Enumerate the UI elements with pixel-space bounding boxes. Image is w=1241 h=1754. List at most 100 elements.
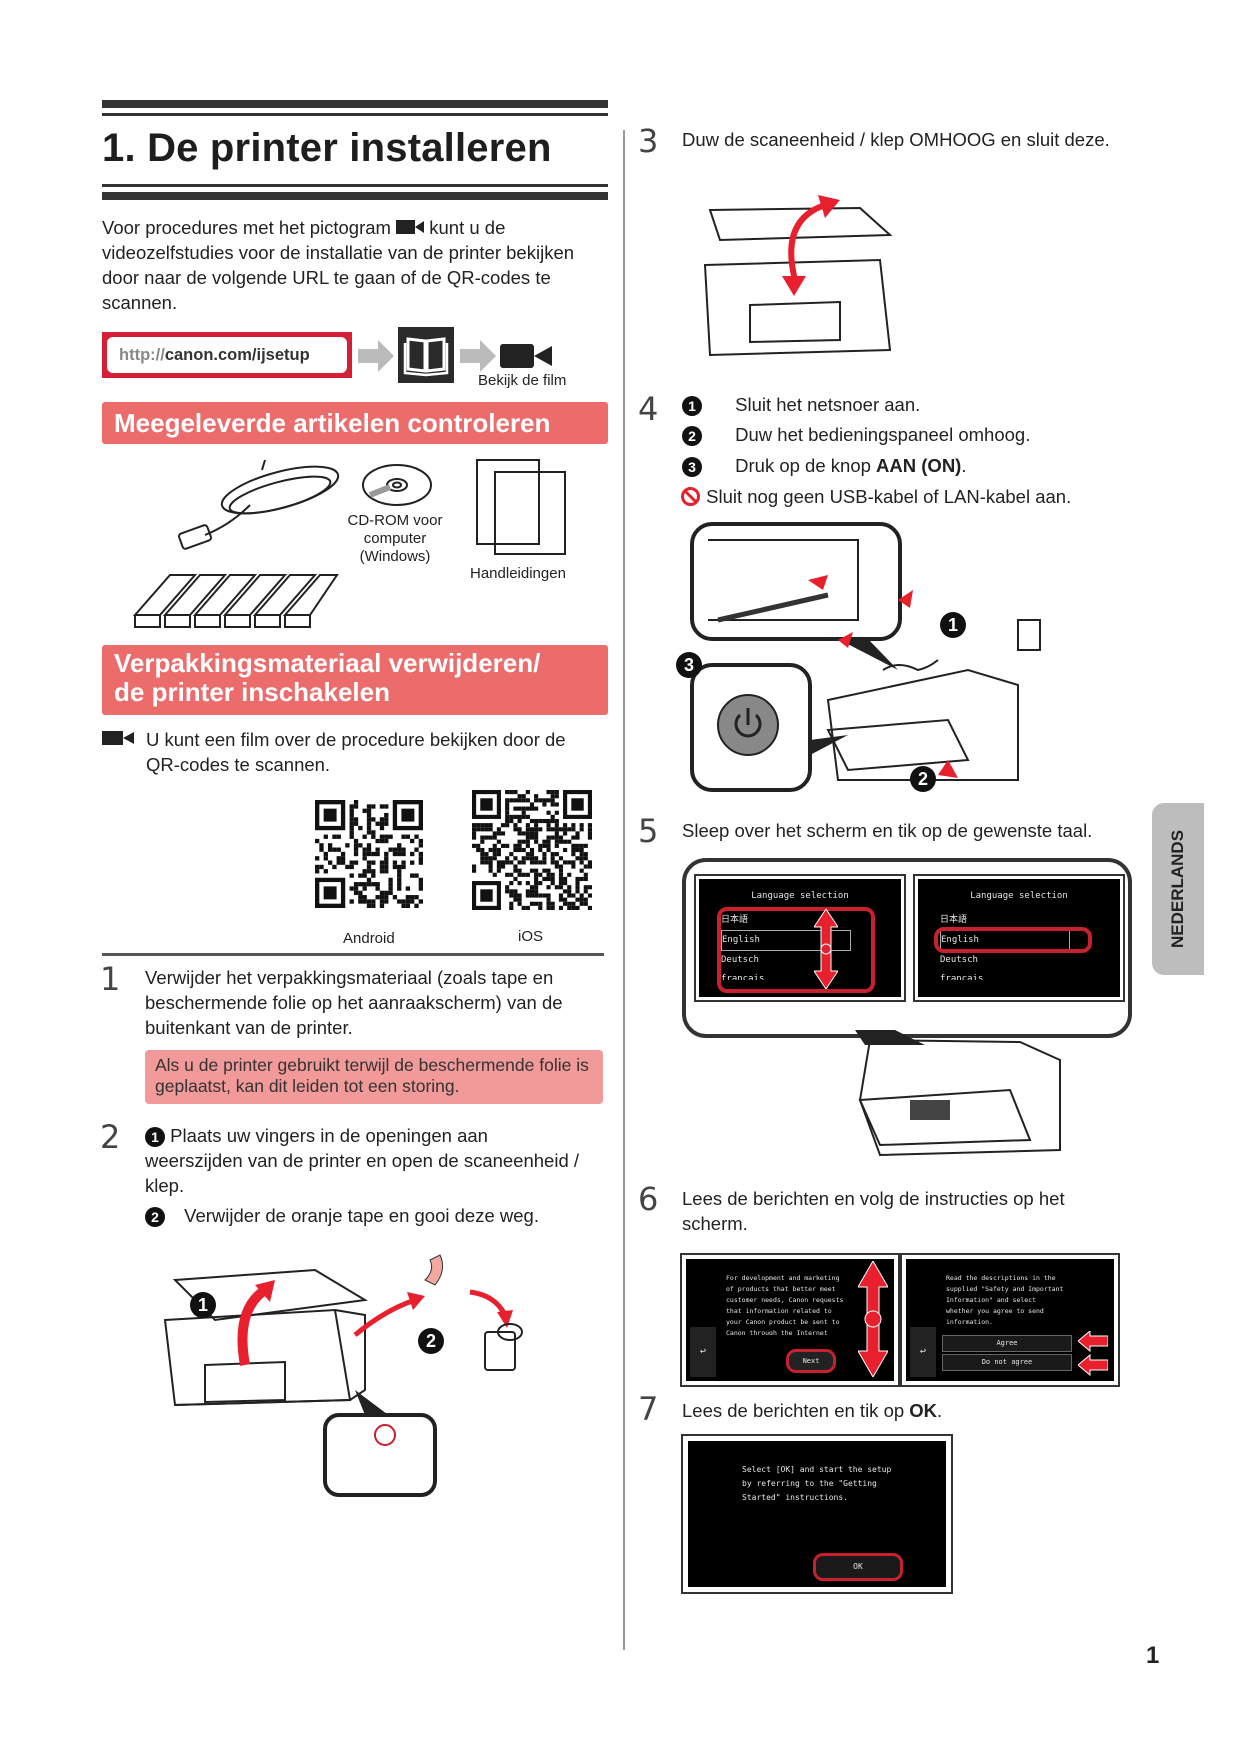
step-7-text-post: . bbox=[937, 1400, 943, 1421]
ink-cartridges-illustration bbox=[132, 574, 339, 628]
url-link[interactable]: canon.com/ijsetup bbox=[164, 345, 310, 364]
manual-book-icon bbox=[398, 327, 454, 383]
step-4-sub-3: 3 Druk op de knop AAN (ON). bbox=[682, 453, 966, 478]
step-2-sub-2: 2 Verwijder de oranje tape en gooi deze … bbox=[145, 1203, 595, 1228]
language-list-highlight bbox=[717, 907, 875, 993]
language-option-deutsch[interactable]: Deutsch bbox=[721, 955, 759, 965]
step-4-marker-2: 2 bbox=[682, 426, 702, 446]
qr-code-ios[interactable] bbox=[472, 790, 592, 910]
agree-button[interactable]: Agree bbox=[942, 1335, 1072, 1352]
setup-start-message: Select [OK] and start the setup by refer… bbox=[742, 1465, 892, 1502]
step-4-sub-2-text: Duw het bedieningspaneel omhoog. bbox=[735, 424, 1031, 445]
english-selected-highlight bbox=[934, 927, 1092, 953]
language-screen-title: Language selection bbox=[751, 891, 849, 901]
step-2-marker-2: 2 bbox=[145, 1207, 165, 1227]
qr-code-android[interactable] bbox=[315, 800, 423, 908]
step-3-close-scanner-illustration bbox=[703, 195, 893, 357]
language-screen-scroll: Language selection 日本語 English Deutsch f… bbox=[694, 874, 906, 1002]
step-2-sub-1-text: Plaats uw vingers in de openingen aan we… bbox=[145, 1125, 580, 1196]
step-7-text: Lees de berichten en tik op OK. bbox=[682, 1398, 942, 1423]
step-7-ok-label: OK bbox=[909, 1400, 938, 1421]
video-note: U kunt een film over de procedure bekijk… bbox=[146, 729, 566, 775]
step-4-sub-3-period: . bbox=[961, 455, 967, 476]
arrow-right-icon bbox=[358, 340, 394, 372]
step-4-caution-text: Sluit nog geen USB-kabel of LAN-kabel aa… bbox=[706, 486, 1072, 507]
qr-android-label: Android bbox=[343, 930, 395, 947]
step-4-power-on-illustration bbox=[690, 522, 1041, 792]
intro-text-rest: kunt u de videozelfstudies voor de insta… bbox=[102, 217, 575, 313]
intro-paragraph: Voor procedures met het pictogram kunt u… bbox=[102, 215, 607, 315]
video-camera-icon bbox=[500, 344, 552, 368]
packaging-heading-line2: de printer inschakelen bbox=[114, 677, 390, 707]
ok-button-label: OK bbox=[853, 1562, 863, 1571]
language-option-english[interactable]: English bbox=[721, 930, 851, 951]
title-rule-top-thin bbox=[102, 113, 608, 116]
step-1-warning-text: Als u de printer gebruikt terwijl de bes… bbox=[155, 1055, 589, 1096]
step-4-callout-3: 3 bbox=[676, 652, 702, 678]
step-2-sub-2-text: Verwijder de oranje tape en gooi deze we… bbox=[184, 1205, 539, 1226]
do-not-agree-button[interactable]: Do not agree bbox=[942, 1354, 1072, 1371]
step-6-number: 6 bbox=[638, 1180, 659, 1218]
step-4-caution: Sluit nog geen USB-kabel of LAN-kabel aa… bbox=[680, 484, 1071, 509]
video-icon bbox=[396, 216, 425, 234]
supplied-items-heading-text: Meegeleverde artikelen controleren bbox=[114, 408, 551, 438]
intro-text: Voor procedures met het pictogram bbox=[102, 217, 391, 238]
prohibited-icon bbox=[681, 487, 700, 506]
language-screen-tap: Language selection 日本語 English Deutsch f… bbox=[913, 874, 1125, 1002]
step-5-number: 5 bbox=[638, 812, 659, 850]
supplied-items-heading: Meegeleverde artikelen controleren bbox=[102, 402, 608, 444]
step-2-callout-2: 2 bbox=[418, 1328, 444, 1354]
column-divider bbox=[623, 130, 625, 1650]
scroll-arrow-icon-2 bbox=[858, 1261, 888, 1377]
step-2-marker-1: 1 bbox=[145, 1127, 165, 1147]
cd-rom-illustration bbox=[362, 464, 432, 506]
page-title: 1. De printer installeren bbox=[102, 126, 552, 170]
cd-rom-label-line2: computer bbox=[363, 530, 427, 547]
next-button-label: Next bbox=[802, 1357, 820, 1365]
language-option-francais[interactable]: français bbox=[721, 974, 765, 980]
manuals-illustration bbox=[476, 459, 566, 555]
step-5-text: Sleep over het scherm en tik op de gewen… bbox=[682, 820, 1093, 841]
pointer-arrow-icon bbox=[1078, 1331, 1108, 1377]
title-rule-top-thick bbox=[102, 100, 608, 108]
language-tab-label: NEDERLANDS bbox=[1168, 829, 1187, 949]
next-button[interactable]: Next bbox=[786, 1349, 836, 1373]
data-sending-message: For development and marketing of product… bbox=[726, 1274, 844, 1335]
step-4-callout-2: 2 bbox=[910, 766, 936, 792]
step-1-warning: Als u de printer gebruikt terwijl de bes… bbox=[145, 1050, 603, 1104]
power-cord-illustration bbox=[178, 459, 340, 550]
step-4-marker-3: 3 bbox=[682, 457, 702, 477]
setup-start-screen: Select [OK] and start the setup by refer… bbox=[681, 1434, 953, 1594]
language-option-francais-2[interactable]: français bbox=[940, 974, 984, 980]
agree-screen-message: Read the descriptions in the supplied "S… bbox=[946, 1274, 1064, 1326]
qr-ios-label: iOS bbox=[518, 928, 544, 945]
step-4-callout-1: 1 bbox=[940, 612, 966, 638]
title-rule-bottom-thick bbox=[102, 192, 608, 200]
step-4-sub-1: 1 Sluit het netsnoer aan. bbox=[682, 392, 920, 417]
section-divider bbox=[102, 953, 604, 956]
video-icon-small bbox=[102, 731, 134, 745]
step-4-number: 4 bbox=[638, 390, 659, 428]
step-2-sub-1: 1 Plaats uw vingers in de openingen aan … bbox=[145, 1123, 585, 1198]
url-box[interactable]: http://canon.com/ijsetup bbox=[102, 332, 352, 378]
ok-button[interactable]: OK bbox=[813, 1553, 903, 1581]
language-screen-title-2: Language selection bbox=[970, 891, 1068, 901]
step-1-text: Verwijder het verpakkingsmateriaal (zoal… bbox=[145, 967, 563, 1038]
language-option-japanese-2[interactable]: 日本語 bbox=[940, 915, 968, 925]
cd-rom-label: CD-ROM voor computer (Windows) bbox=[330, 512, 460, 566]
watch-film-label: Bekijk de film bbox=[478, 372, 567, 389]
step-4-sub-2: 2 Duw het bedieningspaneel omhoog. bbox=[682, 422, 1030, 447]
step-6-text: Lees de berichten en volg de instructies… bbox=[682, 1188, 1065, 1234]
back-button[interactable]: ↩ bbox=[690, 1327, 716, 1377]
step-2-number: 2 bbox=[100, 1118, 121, 1156]
step-7-number: 7 bbox=[638, 1390, 659, 1428]
step-4-sub-1-text: Sluit het netsnoer aan. bbox=[735, 394, 921, 415]
step-2-callout-1: 1 bbox=[190, 1292, 216, 1318]
url-prefix: http:// bbox=[119, 345, 165, 364]
arrow-right-icon-2 bbox=[460, 340, 496, 372]
step-3-number: 3 bbox=[638, 122, 659, 160]
back-button-2[interactable]: ↩ bbox=[910, 1327, 936, 1377]
language-option-japanese[interactable]: 日本語 bbox=[721, 915, 749, 925]
cd-rom-label-line3: (Windows) bbox=[359, 548, 431, 565]
language-option-deutsch-2[interactable]: Deutsch bbox=[940, 955, 978, 965]
